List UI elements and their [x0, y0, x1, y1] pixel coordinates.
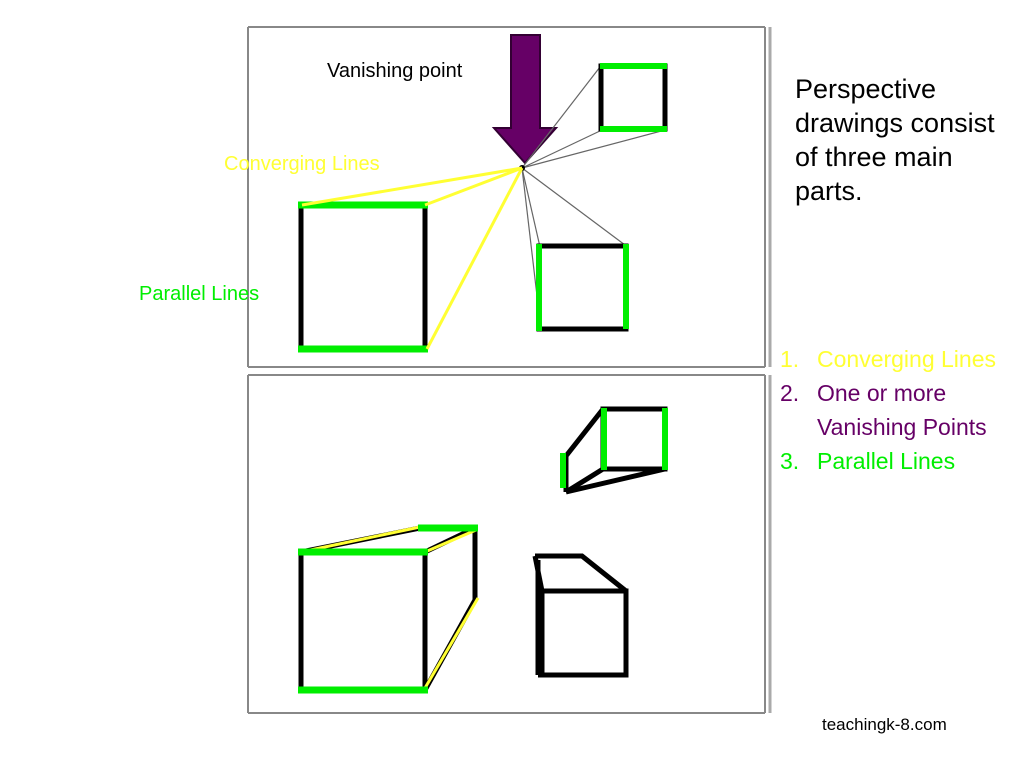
part-number: 3.: [780, 448, 800, 474]
box-bottom-right-parallels: [560, 408, 668, 488]
slide-heading: Perspective drawings consist of three ma…: [795, 74, 995, 206]
part-item-3: 3. Parallel Lines: [780, 444, 1020, 478]
parallel-lines-label: Parallel Lines: [139, 283, 260, 305]
box-middle: [536, 243, 629, 332]
part-text: Converging Lines: [817, 346, 997, 372]
part-text: One or more Vanishing Points: [817, 380, 987, 440]
vanishing-point-arrow: [491, 34, 559, 165]
part-item-1: 1. Converging Lines: [780, 342, 1020, 376]
part-number: 2.: [780, 380, 800, 406]
bottom-panel: [247, 374, 772, 714]
converging-lines-top: [301, 166, 524, 350]
source-credit: teachingk-8.com: [822, 715, 947, 734]
vanishing-point-label: Vanishing point: [327, 60, 463, 82]
top-panel: [247, 26, 772, 368]
converging-lines-label: Converging Lines: [224, 153, 380, 175]
converging-lines-bottom: [300, 525, 480, 689]
box-large-top: [298, 201, 428, 353]
part-item-2: 2. One or more Vanishing Points: [780, 376, 1020, 444]
box-top-right: [598, 63, 668, 132]
box-bottom-middle-3d: [532, 553, 629, 678]
box-bottom-right-3d: [563, 406, 668, 495]
vanishing-lines: [521, 66, 666, 331]
part-text: Parallel Lines: [817, 448, 956, 474]
part-number: 1.: [780, 346, 800, 372]
parallel-lines-bottom: [298, 524, 478, 694]
parts-list: 1. Converging Lines 2. One or more Vanis…: [780, 342, 1020, 478]
